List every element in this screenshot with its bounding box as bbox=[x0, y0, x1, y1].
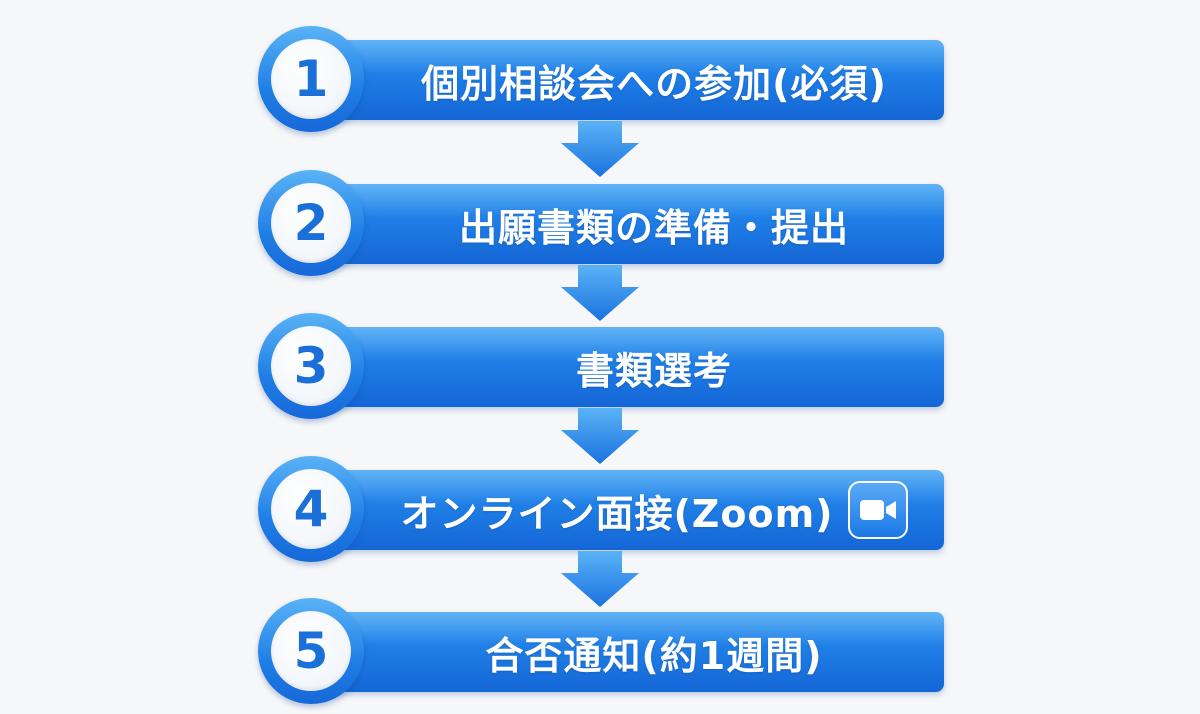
down-arrow-icon bbox=[561, 121, 639, 177]
step-bar bbox=[296, 184, 944, 264]
step-number: 1 bbox=[293, 50, 329, 108]
step-number: 4 bbox=[293, 480, 329, 538]
down-arrow-icon bbox=[561, 408, 639, 464]
step-label: 出願書類の準備・提出 bbox=[364, 184, 944, 264]
step-label: 個別相談会への参加(必須) bbox=[364, 40, 944, 120]
step-number: 5 bbox=[293, 622, 329, 680]
step-label-text: 個別相談会への参加(必須) bbox=[421, 61, 887, 106]
step-label: オンライン面接(Zoom) bbox=[364, 470, 944, 550]
step-number-badge: 3 bbox=[258, 313, 364, 419]
step-bar bbox=[296, 470, 944, 550]
step-number-badge: 4 bbox=[258, 456, 364, 562]
step-number-badge: 5 bbox=[258, 598, 364, 704]
step-label: 合否通知(約1週間) bbox=[364, 612, 944, 692]
step-number-badge: 2 bbox=[258, 170, 364, 276]
step-4: 4 オンライン面接(Zoom) bbox=[258, 456, 944, 562]
zoom-video-icon bbox=[847, 481, 908, 539]
step-label-text: 合否通知(約1週間) bbox=[485, 633, 823, 678]
step-number: 2 bbox=[293, 194, 329, 252]
step-label: 書類選考 bbox=[364, 327, 944, 407]
step-bar bbox=[296, 327, 944, 407]
step-5: 5 合否通知(約1週間) bbox=[258, 598, 944, 704]
step-label-text: オンライン面接(Zoom) bbox=[400, 491, 834, 536]
down-arrow-icon bbox=[561, 265, 639, 321]
step-bar bbox=[296, 40, 944, 120]
step-1: 1 個別相談会への参加(必須) bbox=[258, 26, 944, 132]
step-3: 3 書類選考 bbox=[258, 313, 944, 419]
step-label-text: 書類選考 bbox=[575, 348, 732, 393]
down-arrow-icon bbox=[561, 551, 639, 607]
step-number-badge: 1 bbox=[258, 26, 364, 132]
step-bar bbox=[296, 612, 944, 692]
step-2: 2 出願書類の準備・提出 bbox=[258, 170, 944, 276]
step-number: 3 bbox=[293, 337, 329, 395]
step-label-text: 出願書類の準備・提出 bbox=[458, 205, 849, 250]
